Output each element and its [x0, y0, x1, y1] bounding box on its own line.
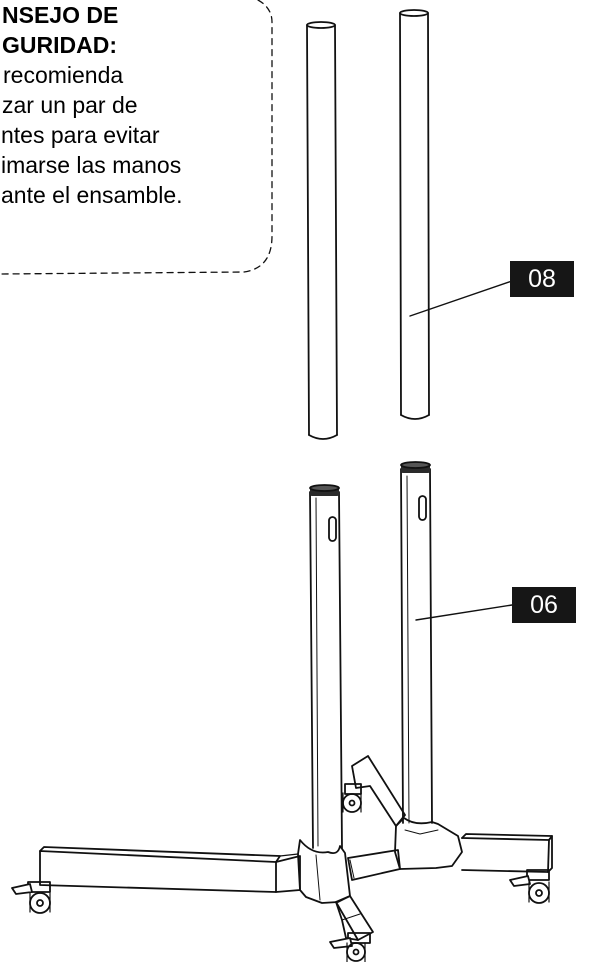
caster-left: [11, 881, 51, 914]
tip-callout-border: [0, 0, 273, 275]
part-label-08: 08: [510, 261, 574, 297]
tip-body-line-5: ante el ensamble.: [1, 182, 183, 208]
lower-pole-left: [309, 484, 343, 849]
caster-back: [342, 783, 362, 813]
lower-pole-right: [400, 461, 433, 824]
tip-body-line-3: ntes para evitar: [1, 122, 160, 148]
tip-body-line-1: recomienda: [3, 62, 124, 88]
tip-heading-line-2: GURIDAD:: [2, 32, 117, 58]
leader-line-06: [415, 604, 513, 621]
caster-front: [329, 932, 371, 962]
tip-heading-line-1: NSEJO DE: [2, 2, 119, 28]
caster-right: [509, 869, 550, 904]
tip-body-line-4: imarse las manos: [1, 152, 182, 178]
base-frame: [39, 755, 553, 941]
leader-line-08: [409, 280, 513, 317]
safety-tip: NSEJO DE GURIDAD: recomienda zar un par …: [0, 0, 183, 210]
upper-pole-left: [306, 21, 338, 440]
upper-pole-right: [399, 9, 430, 420]
part-label-06: 06: [512, 587, 576, 623]
tip-body-line-2: zar un par de: [2, 92, 138, 118]
